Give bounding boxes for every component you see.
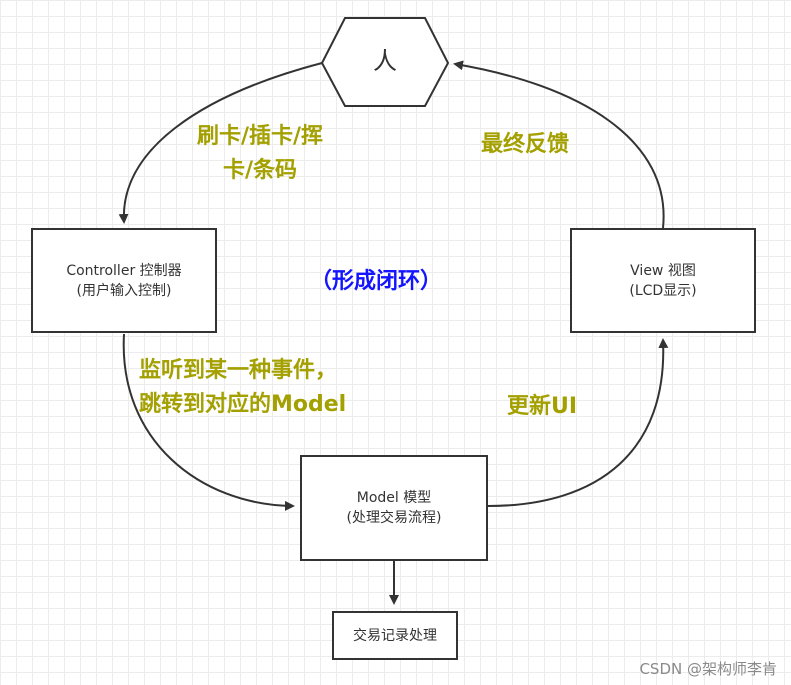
record-node-label: 交易记录处理 — [353, 627, 437, 644]
controller-node-title: Controller 控制器 — [66, 262, 182, 279]
view-node-title: View 视图 — [630, 262, 696, 279]
model-node-subtitle: (处理交易流程) — [346, 510, 442, 526]
person-node-shape — [320, 17, 450, 107]
swipe-label: 刷卡/插卡/挥 卡/条码 — [170, 120, 350, 188]
edge-view-to-person — [453, 60, 665, 229]
feedback-label: 最终反馈 — [481, 132, 570, 157]
person-node-label: 人 — [373, 47, 397, 75]
loop-label: （形成闭环） — [310, 269, 443, 294]
swipe-label-line2: 卡/条码 — [222, 158, 298, 183]
listen-label-line1: 监听到某一种事件， — [139, 358, 338, 383]
view-node: View 视图 (LCD显示) — [570, 228, 756, 333]
listen-label-line2: 跳转到对应的Model — [139, 392, 347, 417]
controller-node-subtitle: (用户输入控制) — [76, 282, 172, 299]
model-node: Model 模型 (处理交易流程) — [300, 455, 488, 561]
record-node: 交易记录处理 — [332, 611, 458, 660]
view-node-subtitle: (LCD显示) — [629, 282, 697, 299]
model-node-title: Model 模型 — [356, 490, 432, 506]
edge-model-to-view — [487, 338, 669, 507]
swipe-label-line1: 刷卡/插卡/挥 — [196, 124, 324, 149]
edge-person-to-controller — [118, 62, 323, 224]
watermark: CSDN @架构师李肯 — [639, 660, 777, 678]
edge-controller-to-model — [122, 333, 295, 511]
controller-node: Controller 控制器 (用户输入控制) — [31, 228, 217, 333]
listen-label: 监听到某一种事件， 跳转到对应的Model — [139, 354, 346, 422]
update-ui-label: 更新UI — [507, 394, 578, 419]
